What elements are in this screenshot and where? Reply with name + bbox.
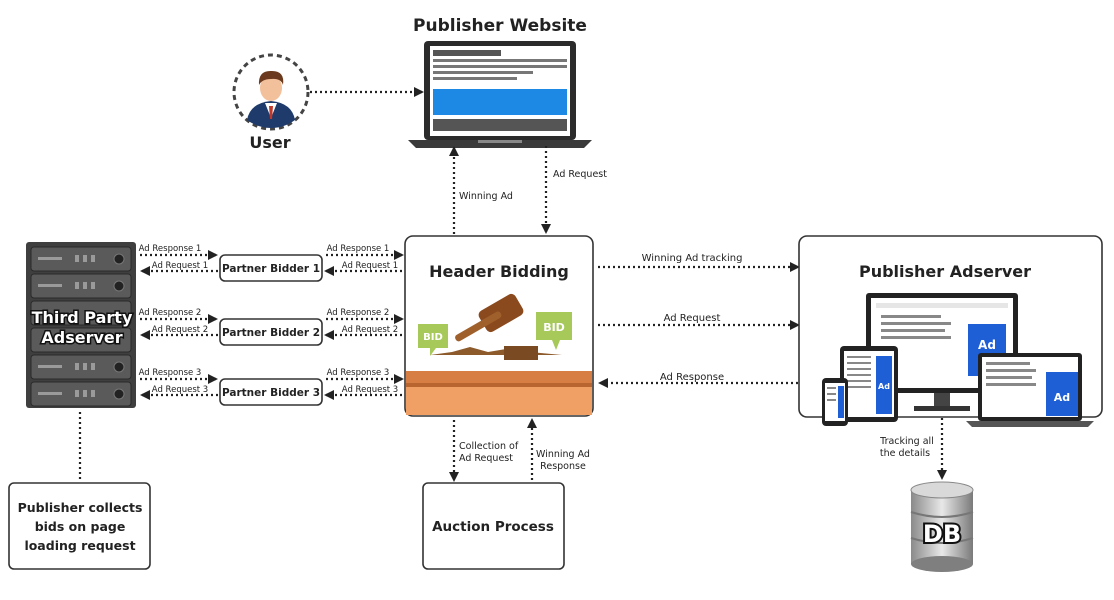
winning-response-label-2: Response [540, 461, 586, 472]
left-request-label: Ad Request 1 [152, 261, 208, 271]
ad-text-laptop: Ad [1054, 391, 1070, 404]
collection-label-2: Ad Request [459, 453, 513, 464]
right-request-label: Ad Request 3 [342, 385, 398, 395]
partner-bidder-row: Partner Bidder 3 Ad Response 3 Ad Request … [139, 368, 404, 406]
partner-bidder-box [219, 378, 323, 406]
user-avatar-icon [232, 53, 310, 131]
partner-bidder-row: Partner Bidder 1 Ad Response 1 Ad Request … [139, 244, 404, 282]
partner-bidder-box [219, 318, 323, 346]
left-response-label: Ad Response 2 [139, 308, 202, 318]
note-line1: Publisher collects [18, 500, 143, 515]
partner-bidders: Partner Bidder 1 Ad Response 1 Ad Request … [139, 244, 404, 406]
partner-bidder-row: Partner Bidder 2 Ad Response 2 Ad Request … [139, 308, 404, 346]
third-party-line1: Third Party [32, 308, 133, 327]
right-response-label: Ad Response 1 [327, 244, 390, 254]
publisher-website-title: Publisher Website [413, 16, 587, 36]
auction-process-box [422, 482, 565, 570]
winning-ad-label: Winning Ad [459, 191, 513, 202]
ad-text-monitor: Ad [978, 338, 996, 352]
partner-bidder-label: Partner Bidder 1 [222, 263, 320, 275]
auction-podium-icon [406, 293, 592, 415]
right-response-label: Ad Response 3 [327, 368, 390, 378]
collection-label-1: Collection of [459, 441, 519, 452]
bid-sign-left-icon: BID [418, 324, 448, 356]
ad-text-tablet: Ad [878, 382, 890, 391]
server-rack-icon [26, 242, 136, 408]
tracking-all-label-2: the details [880, 448, 930, 459]
user-label: User [249, 133, 290, 152]
devices-icon: Ad Ad Ad [822, 293, 1094, 427]
header-bidding-title: Header Bidding [429, 262, 569, 281]
right-request-label: Ad Request 2 [342, 325, 398, 335]
ad-request-down-label: Ad Request [553, 169, 607, 180]
db-label: DB [923, 520, 961, 548]
auction-process-label: Auction Process [432, 519, 554, 535]
note-line2: bids on page [35, 519, 126, 534]
laptop-icon [408, 41, 592, 148]
database-icon [910, 481, 974, 572]
bid-sign-right-icon: BID [536, 312, 572, 350]
publisher-note-box [8, 482, 151, 570]
bid-right-text: BID [543, 321, 565, 334]
ad-response-left-label: Ad Response [660, 372, 724, 383]
bid-left-text: BID [423, 332, 443, 343]
third-party-line2: Adserver [41, 328, 122, 347]
right-response-label: Ad Response 2 [327, 308, 390, 318]
right-request-label: Ad Request 1 [342, 261, 398, 271]
left-response-label: Ad Response 1 [139, 244, 202, 254]
tracking-label: Winning Ad tracking [642, 253, 743, 264]
winning-response-label-1: Winning Ad [536, 449, 590, 460]
note-line3: loading request [24, 538, 135, 553]
tracking-all-label-1: Tracking all [879, 436, 934, 447]
left-request-label: Ad Request 3 [152, 385, 208, 395]
ad-request-right-label: Ad Request [664, 313, 721, 324]
left-request-label: Ad Request 2 [152, 325, 208, 335]
partner-bidder-label: Partner Bidder 2 [222, 327, 320, 339]
partner-bidder-label: Partner Bidder 3 [222, 387, 320, 399]
left-response-label: Ad Response 3 [139, 368, 202, 378]
partner-bidder-box [219, 254, 323, 282]
publisher-adserver-title: Publisher Adserver [859, 262, 1031, 281]
